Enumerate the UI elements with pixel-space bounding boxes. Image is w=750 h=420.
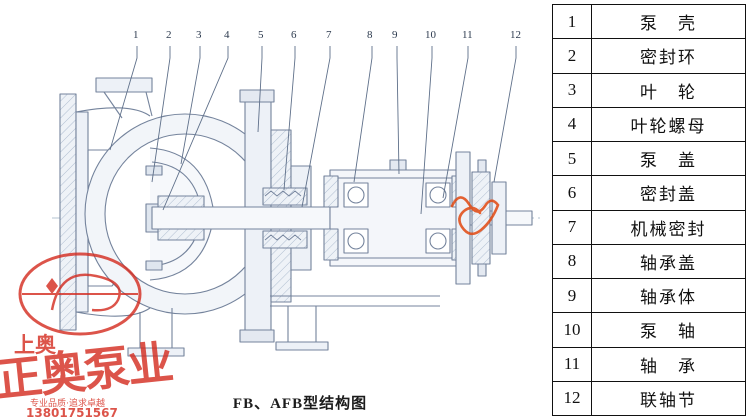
callout-11: 11 <box>462 29 473 41</box>
callout-5: 5 <box>258 29 264 41</box>
part-number: 11 <box>552 346 592 382</box>
parts-table: 1 泵 壳 2 密封环 3 叶 轮 4 叶轮螺母 5 泵 盖 6 密封盖 <box>552 3 746 417</box>
part-name: 密封盖 <box>591 175 746 211</box>
callout-3: 3 <box>196 29 202 41</box>
part-number: 10 <box>552 312 592 348</box>
coupling <box>455 151 507 285</box>
part-number: 1 <box>552 3 592 40</box>
pump-drawing: 上奥 正奥泵业 专业品质·追求卓越 13801751567 1 2 3 4 5 … <box>0 29 540 420</box>
bearing-housing <box>323 159 467 267</box>
part-number: 9 <box>552 277 592 314</box>
drawing-caption: FB、AFB型结构图 <box>232 396 368 412</box>
table-row: 10 泵 轴 <box>552 312 746 348</box>
part-number: 6 <box>552 175 592 211</box>
callout-4: 4 <box>224 29 230 41</box>
part-name: 联轴节 <box>591 380 746 417</box>
callout-10: 10 <box>425 29 436 41</box>
table-row: 3 叶 轮 <box>552 72 746 108</box>
part-name: 机械密封 <box>591 209 746 245</box>
part-number: 5 <box>552 140 592 177</box>
part-number: 12 <box>552 380 592 417</box>
bearing-cover-left <box>323 175 339 208</box>
part-name: 叶轮螺母 <box>591 106 746 143</box>
table-row: 6 密封盖 <box>552 175 746 211</box>
table-row: 9 轴承体 <box>552 277 746 314</box>
part-name: 泵 壳 <box>591 3 746 40</box>
part-name: 泵 轴 <box>591 312 746 348</box>
ball-bearings <box>343 182 451 254</box>
table-row: 4 叶轮螺母 <box>552 106 746 143</box>
part-name: 密封环 <box>591 38 746 74</box>
part-number: 7 <box>552 209 592 245</box>
callout-8: 8 <box>367 29 373 41</box>
callout-2: 2 <box>166 29 172 41</box>
part-number: 4 <box>552 106 592 143</box>
table-row: 8 轴承盖 <box>552 243 746 280</box>
part-number: 3 <box>552 72 592 108</box>
leader-lines <box>109 46 517 215</box>
part-name: 轴承体 <box>591 277 746 314</box>
watermark-slogan: 专业品质·追求卓越 <box>30 397 105 408</box>
part-number: 2 <box>552 38 592 74</box>
callout-1: 1 <box>133 29 139 41</box>
table-row: 7 机械密封 <box>552 209 746 245</box>
part-name: 轴 承 <box>591 346 746 382</box>
watermark-logo-text: 上奥 <box>14 333 57 357</box>
callout-12: 12 <box>510 29 521 41</box>
part-number: 8 <box>552 243 592 280</box>
table-row: 2 密封环 <box>552 38 746 74</box>
support-feet <box>127 295 440 357</box>
watermark-phone: 13801751567 <box>26 406 118 420</box>
watermark-logo-icon <box>18 252 142 336</box>
oil-plug <box>389 159 407 171</box>
part-name: 叶 轮 <box>591 72 746 108</box>
part-name: 轴承盖 <box>591 243 746 280</box>
seal-ring-bottom <box>145 260 163 271</box>
callout-7: 7 <box>326 29 332 41</box>
suction-flange <box>59 93 151 331</box>
callout-6: 6 <box>291 29 297 41</box>
table-row: 5 泵 盖 <box>552 140 746 177</box>
red-scribble <box>450 196 500 236</box>
part-name: 泵 盖 <box>591 140 746 177</box>
table-row: 1 泵 壳 <box>552 3 746 40</box>
callout-9: 9 <box>392 29 398 41</box>
table-row: 11 轴 承 <box>552 346 746 382</box>
table-row: 12 联轴节 <box>552 380 746 417</box>
pump-cross-section: 上奥 正奥泵业 专业品质·追求卓越 13801751567 <box>0 46 540 420</box>
